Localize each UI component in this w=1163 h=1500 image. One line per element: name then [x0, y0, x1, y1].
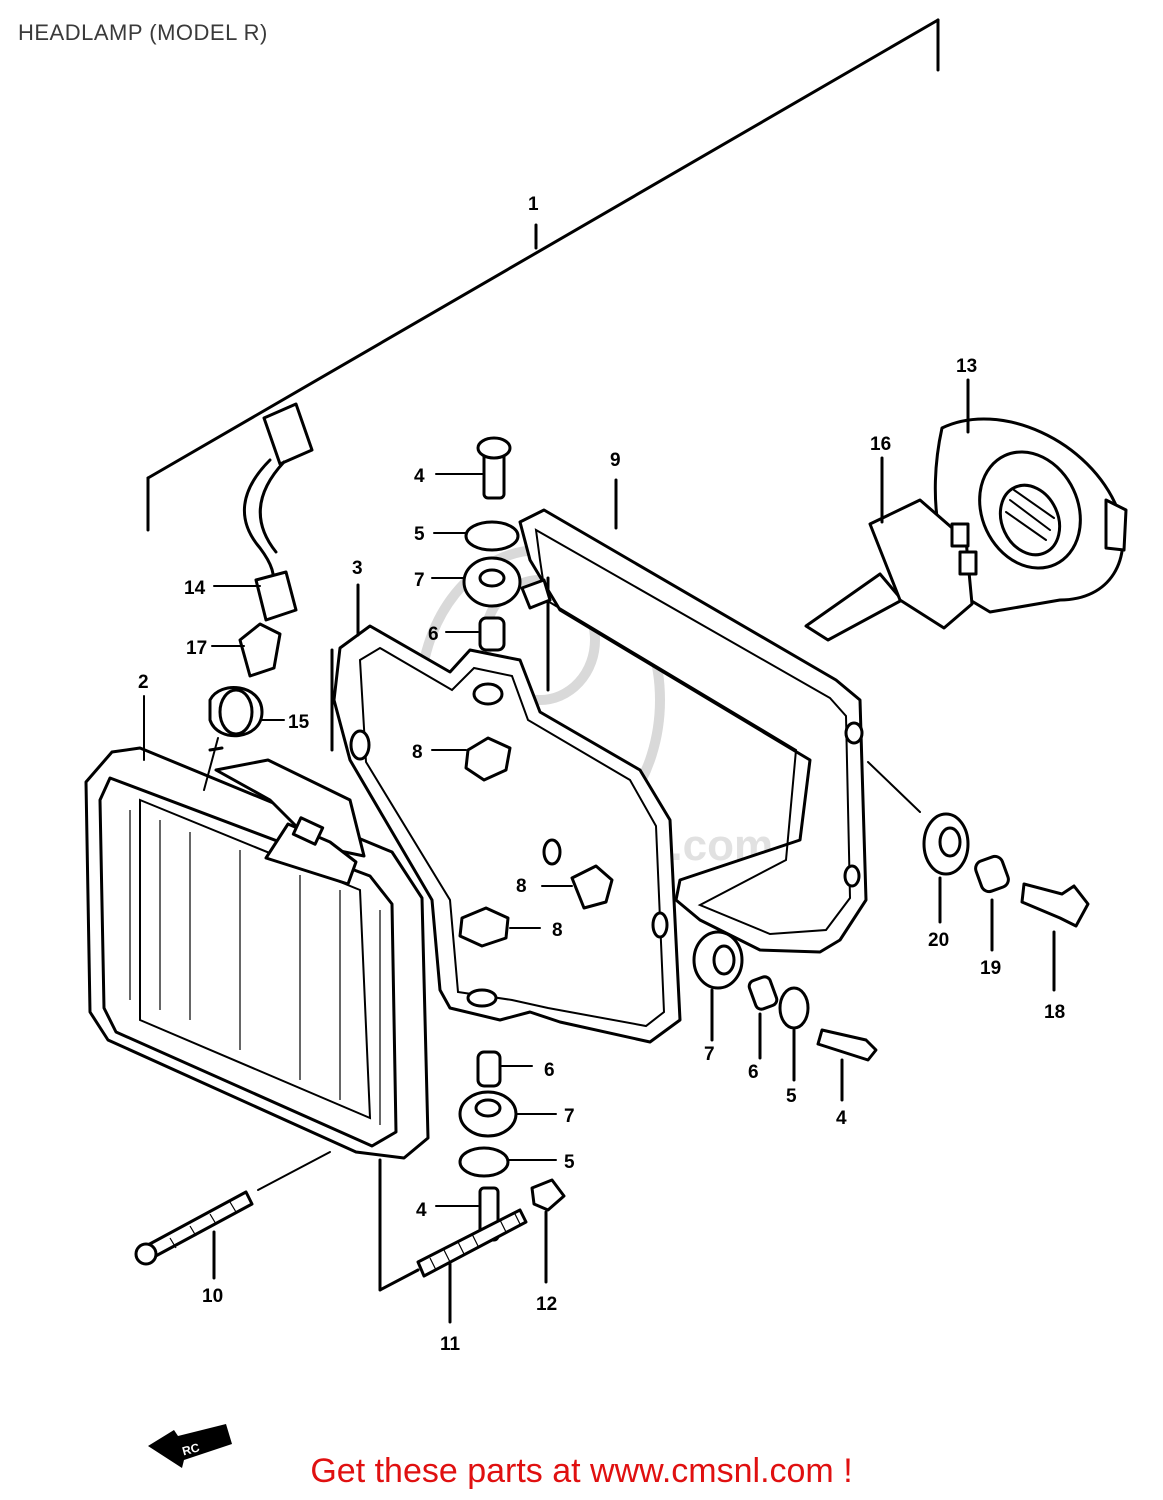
callout-4-right: 4 — [836, 1108, 847, 1129]
callout-8-middle: 8 — [516, 876, 527, 897]
nut-set — [458, 736, 614, 948]
callout-labels: 1 2 3 4 4 4 5 5 5 6 6 6 7 7 7 8 8 8 9 10… — [138, 194, 1065, 1355]
assembly-bracket — [146, 18, 940, 532]
headlamp-unit — [84, 746, 430, 1160]
callout-6-right: 6 — [748, 1062, 759, 1083]
callout-7-lower: 7 — [564, 1106, 575, 1127]
callout-18: 18 — [1044, 1002, 1065, 1023]
badge-text: RC — [181, 1440, 202, 1458]
callout-20: 20 — [928, 930, 949, 951]
callout-3: 3 — [352, 558, 363, 579]
lower-fasteners — [458, 1050, 518, 1242]
callout-7-right: 7 — [704, 1044, 715, 1065]
page-title: HEADLAMP (MODEL R) — [18, 20, 268, 45]
pivot-fasteners — [867, 761, 1090, 992]
right-fasteners — [692, 930, 878, 1102]
callout-6-upper: 6 — [428, 624, 439, 645]
headlamp-case — [330, 583, 682, 1044]
rc-arrow-badge: RC — [148, 1424, 232, 1468]
callout-5-right: 5 — [786, 1086, 797, 1107]
bulb-main — [804, 456, 978, 642]
callout-17: 17 — [186, 638, 207, 659]
callout-19: 19 — [980, 958, 1001, 979]
callout-8-upper: 8 — [412, 742, 423, 763]
footer-link[interactable]: Get these parts at www.cmsnl.com ! — [310, 1452, 853, 1490]
callout-11: 11 — [440, 1334, 461, 1355]
callout-1: 1 — [528, 194, 539, 215]
callout-16: 16 — [870, 434, 891, 455]
upper-fasteners — [462, 436, 552, 652]
callout-2: 2 — [138, 672, 149, 693]
callout-14: 14 — [184, 578, 206, 599]
callout-7-upper: 7 — [414, 570, 425, 591]
callout-15: 15 — [288, 712, 310, 733]
socket-cover — [933, 378, 1128, 614]
callout-5-lower: 5 — [564, 1152, 575, 1173]
callout-8-lower: 8 — [552, 920, 563, 941]
adjuster-screws — [134, 1151, 566, 1324]
callout-6-lower: 6 — [544, 1060, 555, 1081]
callout-9: 9 — [610, 450, 621, 471]
callout-13: 13 — [956, 356, 977, 377]
pilot-lamp-assembly — [203, 402, 314, 791]
callout-4-lower: 4 — [416, 1200, 427, 1221]
callout-10: 10 — [202, 1286, 223, 1307]
callout-5-upper: 5 — [414, 524, 425, 545]
callout-4-upper: 4 — [414, 466, 425, 487]
callout-12: 12 — [536, 1294, 557, 1315]
leader-lines — [143, 473, 573, 1207]
